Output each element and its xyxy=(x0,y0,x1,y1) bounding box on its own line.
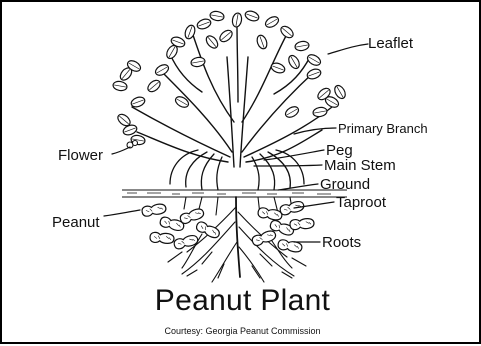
peanut-pods xyxy=(141,200,314,253)
pegs xyxy=(170,150,304,190)
label-peanut: Peanut xyxy=(52,215,100,230)
ground-surface xyxy=(122,190,347,197)
diagram-title: Peanut Plant xyxy=(2,286,481,316)
credit-line: Courtesy: Georgia Peanut Commission xyxy=(2,327,481,336)
label-roots: Roots xyxy=(322,235,361,250)
label-peg: Peg xyxy=(326,143,353,158)
label-main-stem: Main Stem xyxy=(324,158,396,173)
label-flower: Flower xyxy=(58,148,103,163)
label-taproot: Taproot xyxy=(336,195,386,210)
label-primary-branch: Primary Branch xyxy=(338,122,428,135)
label-leaflet: Leaflet xyxy=(368,36,413,51)
label-ground: Ground xyxy=(320,177,370,192)
leaflets xyxy=(112,9,347,145)
